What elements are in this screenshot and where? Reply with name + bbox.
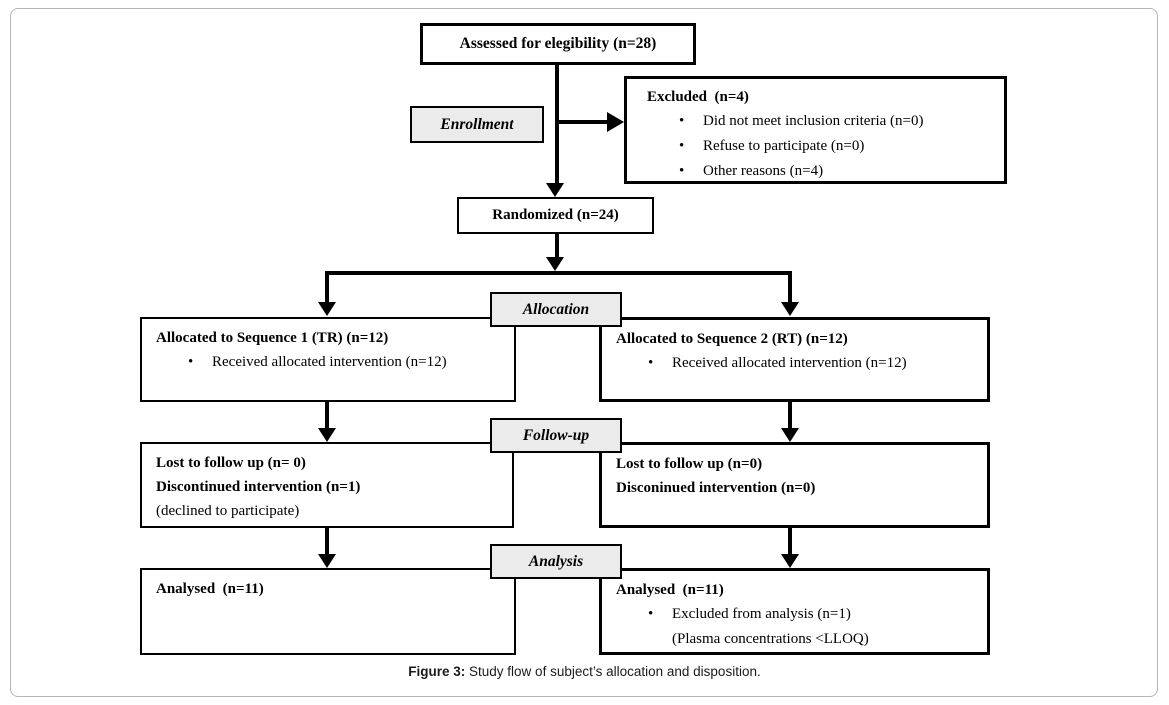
fu-right-line: Disconinued intervention (n=0): [616, 480, 816, 496]
excluded-title: Excluded (n=4): [647, 89, 749, 105]
stage-enrollment: Enrollment: [410, 106, 544, 143]
stage-enrollment-label: Enrollment: [440, 115, 514, 133]
excluded-box: Excluded (n=4) Did not meet inclusion cr…: [624, 76, 1007, 184]
connector-fu-right-to-an-right: [788, 527, 792, 555]
arrowhead-into-alloc-right: [781, 302, 799, 316]
alloc-left-box: Allocated to Sequence 1 (TR) (n=12) Rece…: [140, 317, 516, 402]
stage-analysis: Analysis: [490, 544, 622, 579]
connector-fu-left-to-an-left: [325, 527, 329, 555]
fu-left-line: Discontinued intervention (n=1): [156, 479, 361, 495]
stage-allocation: Allocation: [490, 292, 622, 327]
an-right-title: Analysed (n=11): [616, 582, 724, 598]
fu-right-line: Lost to follow up (n=0): [616, 456, 763, 472]
arrowhead-into-an-left: [318, 554, 336, 568]
connector-alloc-left-to-fu-left: [325, 401, 329, 429]
an-left-box: Analysed (n=11): [140, 568, 516, 655]
fu-right-box: Lost to follow up (n=0) Disconinued inte…: [599, 442, 990, 528]
alloc-right-bullet: Received allocated intervention (n=12): [616, 351, 977, 376]
fu-left-line: (declined to participate): [156, 503, 300, 519]
figure-caption-text: Study flow of subject’s allocation and d…: [465, 664, 761, 679]
arrowhead-into-excluded: [607, 112, 624, 132]
connector-to-excluded: [557, 120, 608, 124]
excluded-bullet: Did not meet inclusion criteria (n=0): [647, 109, 996, 134]
stage-allocation-label: Allocation: [522, 300, 590, 318]
arrowhead-into-alloc-left: [318, 302, 336, 316]
connector-assessed-to-randomized: [555, 64, 559, 184]
connector-randomized-to-split: [555, 234, 559, 258]
arrowhead-into-an-right: [781, 554, 799, 568]
alloc-right-title: Allocated to Sequence 2 (RT) (n=12): [616, 331, 848, 347]
an-right-note: (Plasma concentrations <LLOQ): [672, 631, 869, 647]
alloc-left-title: Allocated to Sequence 1 (TR) (n=12): [156, 330, 389, 346]
connector-split-to-alloc-right: [788, 271, 792, 303]
alloc-left-bullet: Received allocated intervention (n=12): [156, 350, 504, 375]
excluded-bullet: Other reasons (n=4): [647, 159, 996, 184]
stage-followup: Follow-up: [490, 418, 622, 453]
randomized-title: Randomized (n=24): [492, 207, 619, 223]
connector-alloc-right-to-fu-right: [788, 401, 792, 429]
fu-left-line: Lost to follow up (n= 0): [156, 455, 306, 471]
arrowhead-into-fu-left: [318, 428, 336, 442]
alloc-right-box: Allocated to Sequence 2 (RT) (n=12) Rece…: [599, 317, 990, 402]
randomized-box: Randomized (n=24): [457, 197, 654, 234]
an-right-box: Analysed (n=11) Excluded from analysis (…: [599, 568, 990, 655]
arrowhead-into-fu-right: [781, 428, 799, 442]
arrowhead-into-randomized: [546, 183, 564, 197]
an-right-bullet: Excluded from analysis (n=1): [616, 602, 977, 627]
stage-analysis-label: Analysis: [528, 552, 584, 570]
assessed-box: Assessed for elegibility (n=28): [420, 23, 696, 65]
figure-caption-label: Figure 3:: [408, 664, 466, 679]
connector-split-to-alloc-left: [325, 271, 329, 303]
assessed-title: Assessed for elegibility (n=28): [459, 35, 657, 52]
fu-left-box: Lost to follow up (n= 0) Discontinued in…: [140, 442, 514, 528]
excluded-bullet: Refuse to participate (n=0): [647, 134, 996, 159]
an-left-title: Analysed (n=11): [156, 581, 264, 597]
stage-followup-label: Follow-up: [522, 426, 590, 444]
split-line: [325, 271, 792, 275]
arrowhead-into-split: [546, 257, 564, 271]
figure-caption: Figure 3: Study flow of subject’s alloca…: [0, 664, 1169, 679]
